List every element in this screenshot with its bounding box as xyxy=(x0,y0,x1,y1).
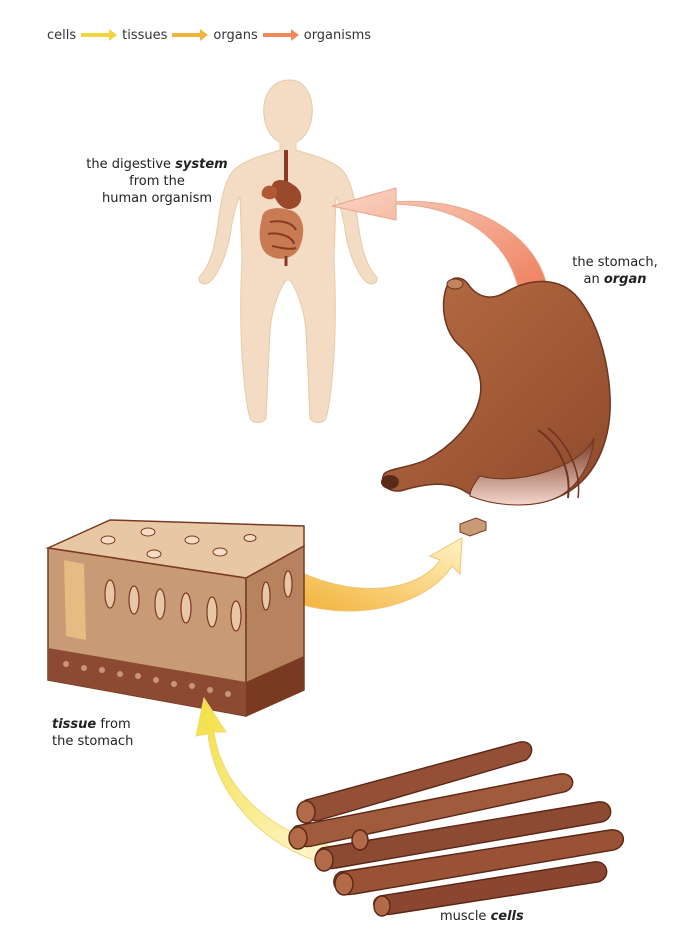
tissue-block xyxy=(45,519,305,718)
muscle-cells xyxy=(288,741,624,917)
legend-tissues: tissues xyxy=(122,27,168,43)
tissue-sample-piece xyxy=(459,517,487,537)
hierarchy-legend: cells tissues organs organisms xyxy=(44,22,374,48)
legend-arrow-2 xyxy=(172,29,209,41)
system-emphasis: system xyxy=(175,157,228,172)
organ-emphasis: organ xyxy=(603,272,647,287)
tissue-to-organ-arrow xyxy=(299,537,463,612)
system-label: the digestive system from the human orga… xyxy=(86,157,228,206)
organ-to-organism-arrow xyxy=(331,187,549,297)
tissue-emphasis: tissue xyxy=(52,717,97,732)
legend-arrow-3 xyxy=(262,29,299,41)
legend-organisms: organisms xyxy=(303,27,372,43)
cells-label: muscle cells xyxy=(440,909,524,924)
organ-label: the stomach, an organ xyxy=(572,255,658,287)
legend-cells: cells xyxy=(47,27,77,43)
cells-to-tissue-arrow xyxy=(195,696,331,865)
cells-emphasis: cells xyxy=(490,909,524,924)
tissue-label: tissue from the stomach xyxy=(52,717,134,749)
stomach xyxy=(381,277,611,506)
legend-organs: organs xyxy=(213,27,258,43)
legend-arrow-1 xyxy=(81,29,118,41)
digestive-system xyxy=(259,150,304,266)
